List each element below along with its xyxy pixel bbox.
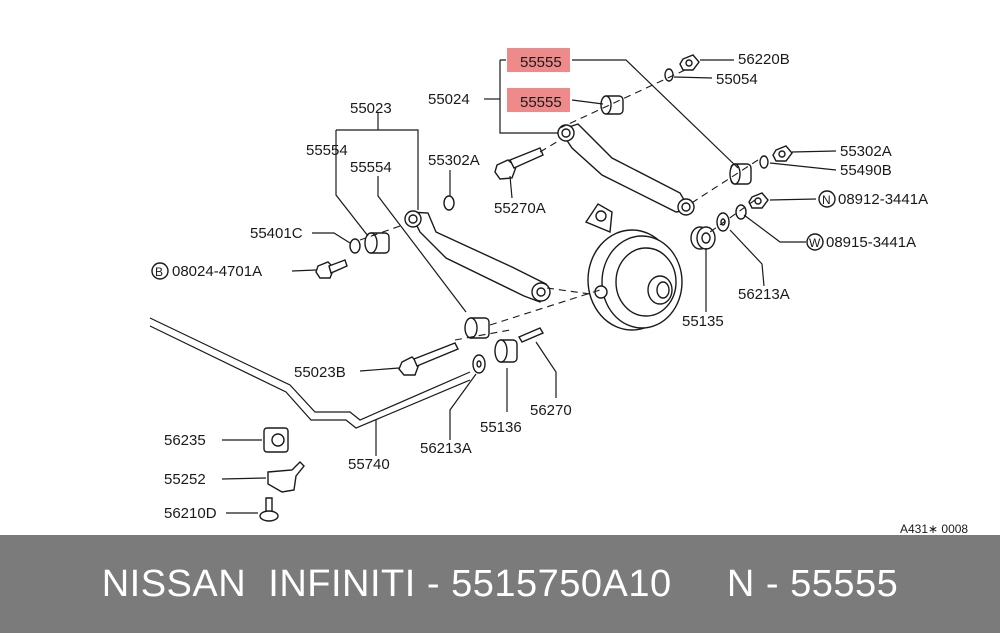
- label-56213A-bottom: 56213A: [420, 440, 472, 457]
- label-55023B: 55023B: [294, 364, 346, 381]
- label-55490B: 55490B: [840, 162, 892, 179]
- bushing-right: [729, 163, 752, 185]
- label-56213A-right: 56213A: [738, 286, 790, 303]
- bushing-55555-mid: [600, 95, 624, 115]
- bolt-55023B: [398, 342, 459, 376]
- nut-55302A-right: [772, 145, 793, 162]
- label-08912-prefix: N: [822, 193, 831, 207]
- label-55555-mid: 55555: [520, 94, 562, 111]
- label-08024-prefix: B: [155, 265, 163, 279]
- label-55252: 55252: [164, 471, 206, 488]
- parts-diagram: 55555 55555 55024 56220B 55054 55023 555…: [149, 48, 968, 535]
- reference-code: A431∗ 0008: [900, 522, 968, 535]
- washer-55302A-left: [443, 195, 455, 211]
- bolt-08024: [315, 259, 348, 279]
- label-56235: 56235: [164, 432, 206, 449]
- label-55270A: 55270A: [494, 200, 546, 217]
- bushing-56235: [263, 427, 289, 453]
- bushing-55554-upper: [364, 232, 390, 254]
- bolt-56210D: [259, 497, 279, 522]
- pin-56270: [517, 327, 545, 343]
- washer-56213A-right: [716, 212, 730, 232]
- lower-link: [404, 210, 551, 303]
- label-08915-prefix: W: [809, 236, 821, 250]
- label-55554-a: 55554: [306, 142, 348, 159]
- highlight-55555-top: [507, 48, 570, 72]
- label-55554-b: 55554: [350, 159, 392, 176]
- label-56270: 56270: [530, 402, 572, 419]
- label-55135: 55135: [682, 313, 724, 330]
- axle-housing: [584, 203, 683, 331]
- bushing-55135: [690, 226, 716, 250]
- washer-55490B: [759, 155, 769, 169]
- bushing-55136: [494, 339, 518, 363]
- nut-08912: [748, 192, 769, 209]
- clamp-55252: [267, 461, 305, 493]
- label-08915: 08915-3441A: [826, 234, 916, 251]
- stabilizer-bar: [149, 317, 471, 429]
- label-55555-top: 55555: [520, 54, 562, 71]
- label-55024: 55024: [428, 91, 470, 108]
- footer-part-number: NISSAN INFINITI - 5515750A10 N - 55555: [101, 562, 899, 605]
- label-55401C: 55401C: [250, 225, 303, 242]
- footer-bar: NISSAN INFINITI - 5515750A10 N - 55555: [0, 535, 1000, 633]
- washer-56213A-bottom: [472, 354, 486, 374]
- bushing-55554-lower: [464, 317, 490, 339]
- label-56220B: 56220B: [738, 51, 790, 68]
- label-55023: 55023: [350, 100, 392, 117]
- washer-55401C: [349, 238, 361, 254]
- label-55740: 55740: [348, 456, 390, 473]
- label-08912: 08912-3441A: [838, 191, 928, 208]
- bolt-55270A: [494, 147, 544, 180]
- label-56210D: 56210D: [164, 505, 217, 522]
- upper-link: [557, 123, 695, 216]
- label-55136: 55136: [480, 419, 522, 436]
- label-08024: 08024-4701A: [172, 263, 262, 280]
- label-55302A-left: 55302A: [428, 152, 480, 169]
- label-55054: 55054: [716, 71, 758, 88]
- label-55302A-right: 55302A: [840, 143, 892, 160]
- highlight-55555-mid: [507, 88, 570, 112]
- nut-56220B: [679, 54, 700, 71]
- washer-55054: [664, 68, 674, 82]
